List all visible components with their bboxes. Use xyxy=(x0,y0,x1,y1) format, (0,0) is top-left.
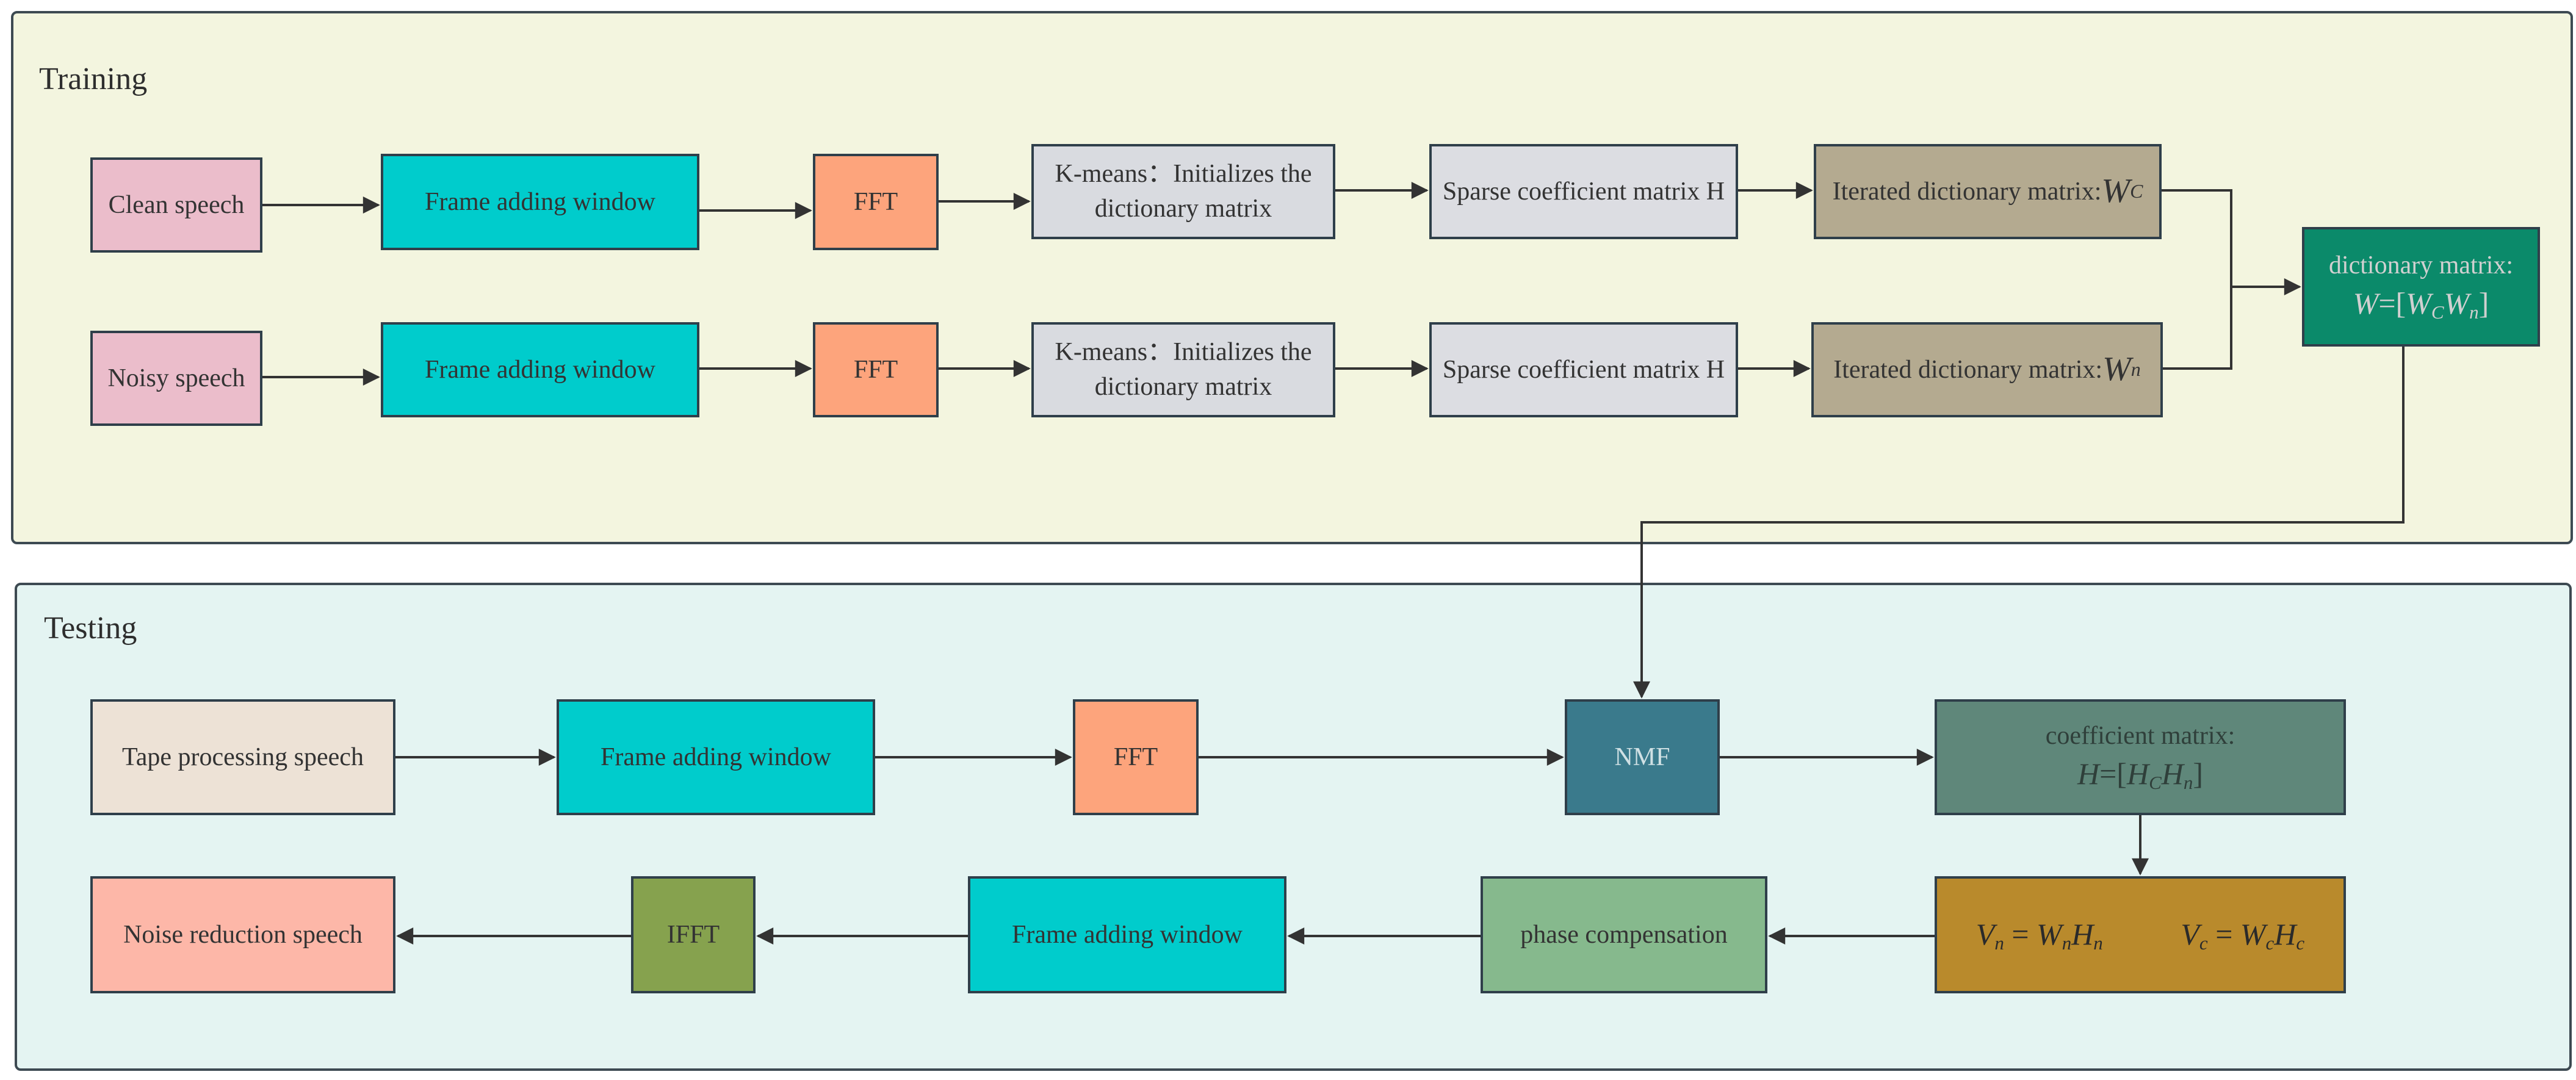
frame-window-box-train-2: Frame adding window xyxy=(381,322,699,417)
training-panel xyxy=(11,11,2573,544)
frame-window-label: Frame adding window xyxy=(1012,920,1243,949)
iterated-dict-label: Iterated dictionary matrix: xyxy=(1832,177,2102,206)
kmeans-label-line2: dictionary matrix xyxy=(1094,373,1272,401)
noisy-speech-box: Noisy speech xyxy=(90,331,262,426)
training-title: Training xyxy=(39,62,148,96)
fft-label: FFT xyxy=(853,187,898,216)
dictionary-matrix-formula: W=[WCWn] xyxy=(2353,286,2489,323)
kmeans-label-line1: K-means：Initializes the xyxy=(1055,338,1312,367)
fft-box-test: FFT xyxy=(1073,699,1199,815)
iterated-dict-var: W xyxy=(2101,172,2130,211)
clean-speech-label: Clean speech xyxy=(108,190,245,219)
dictionary-matrix-label: dictionary matrix: xyxy=(2328,251,2514,280)
frame-window-label: Frame adding window xyxy=(601,743,831,771)
phase-compensation-box: phase compensation xyxy=(1481,876,1767,993)
v-formula-box: Vn = WnHn Vc = WcHc xyxy=(1935,876,2346,993)
tape-speech-label: Tape processing speech xyxy=(122,743,364,771)
frame-window-label: Frame adding window xyxy=(425,355,655,384)
frame-window-box-test-1: Frame adding window xyxy=(557,699,875,815)
dictionary-matrix-box: dictionary matrix: W=[WCWn] xyxy=(2302,227,2540,347)
coefficient-matrix-label: coefficient matrix: xyxy=(2045,722,2235,751)
v-formula-noise: Vn = WnHn xyxy=(1975,916,2103,954)
iterated-dict-var: W xyxy=(2102,350,2131,389)
noisy-speech-label: Noisy speech xyxy=(107,364,245,392)
fft-label: FFT xyxy=(1113,743,1158,771)
fft-box-train-2: FFT xyxy=(813,322,939,417)
nmf-label: NMF xyxy=(1614,743,1670,771)
iterated-dict-label: Iterated dictionary matrix: xyxy=(1833,355,2103,384)
sparse-box-train-2: Sparse coefficient matrix H xyxy=(1429,322,1738,417)
kmeans-box-train-2: K-means：Initializes the dictionary matri… xyxy=(1031,322,1335,417)
kmeans-box-train-1: K-means：Initializes the dictionary matri… xyxy=(1031,144,1335,239)
iterated-dict-subscript: C xyxy=(2130,180,2143,203)
kmeans-label-line1: K-means：Initializes the xyxy=(1055,160,1312,189)
clean-speech-box: Clean speech xyxy=(90,157,262,253)
frame-window-label: Frame adding window xyxy=(425,187,655,216)
frame-window-box-train-1: Frame adding window xyxy=(381,154,699,250)
noise-reduction-speech-label: Noise reduction speech xyxy=(123,920,363,949)
sparse-label: Sparse coefficient matrix H xyxy=(1442,177,1725,206)
ifft-box: IFFT xyxy=(631,876,756,993)
fft-label: FFT xyxy=(853,355,898,384)
tape-speech-box: Tape processing speech xyxy=(90,699,395,815)
phase-compensation-label: phase compensation xyxy=(1520,920,1728,949)
noise-reduction-speech-box: Noise reduction speech xyxy=(90,876,395,993)
nmf-box: NMF xyxy=(1565,699,1720,815)
sparse-label: Sparse coefficient matrix H xyxy=(1442,355,1725,384)
ifft-label: IFFT xyxy=(666,920,720,949)
sparse-box-train-1: Sparse coefficient matrix H xyxy=(1429,144,1738,239)
testing-panel xyxy=(15,583,2572,1071)
coefficient-matrix-box: coefficient matrix: H=[HCHn] xyxy=(1935,699,2346,815)
coefficient-matrix-formula: H=[HCHn] xyxy=(2077,757,2204,793)
iterated-dict-subscript: n xyxy=(2130,358,2141,381)
v-formula-clean: Vc = WcHc xyxy=(2181,916,2305,954)
frame-window-box-test-2: Frame adding window xyxy=(968,876,1286,993)
testing-title: Testing xyxy=(44,611,137,646)
fft-box-train-1: FFT xyxy=(813,154,939,250)
kmeans-label-line2: dictionary matrix xyxy=(1094,195,1272,223)
